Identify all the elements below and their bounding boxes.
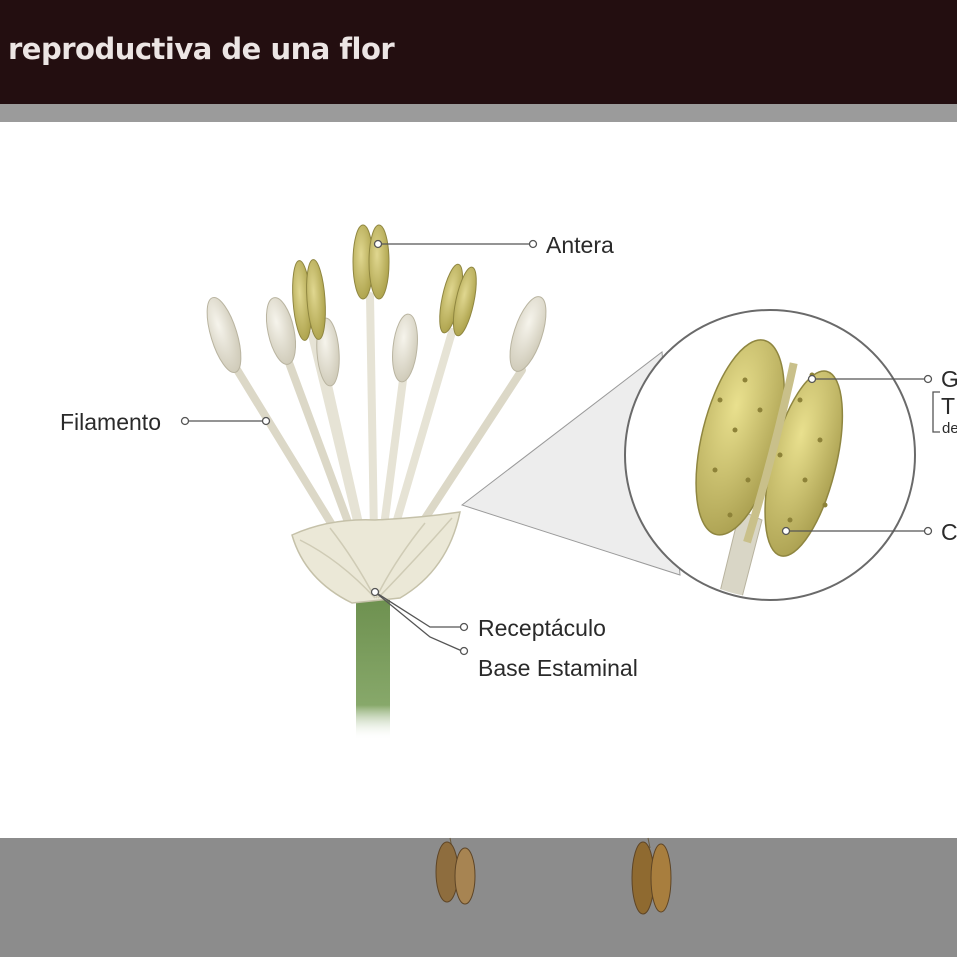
label-receptaculo: Receptáculo	[478, 615, 606, 641]
sterile-anther	[392, 313, 418, 383]
footer-thumbnail-anther	[631, 837, 672, 915]
sterile-anther	[265, 297, 297, 365]
sterile-anther	[509, 296, 547, 372]
page-title: reproductiva de una flor	[8, 32, 395, 66]
sterile-anthers	[206, 296, 547, 387]
label-inset-2-sub: de	[942, 420, 957, 437]
label-base-estaminal: Base Estaminal	[478, 655, 638, 681]
label-filamento: Filamento	[60, 409, 161, 435]
label-antera: Antera	[546, 232, 614, 258]
label-inset-2: T	[941, 393, 955, 419]
leader-lines	[180, 239, 940, 656]
stem	[356, 600, 390, 740]
divider-band	[0, 104, 957, 122]
receptacle-cup	[291, 511, 461, 604]
label-inset-1: G	[941, 366, 957, 392]
label-inset-3: C	[941, 519, 957, 545]
zoom-inset	[624, 309, 916, 601]
sterile-anther	[206, 297, 242, 373]
footer-band	[0, 838, 957, 957]
footer-thumbnail-anther	[435, 837, 476, 905]
title-bar: reproductiva de una flor	[0, 0, 957, 104]
fertile-anthers	[292, 224, 477, 341]
